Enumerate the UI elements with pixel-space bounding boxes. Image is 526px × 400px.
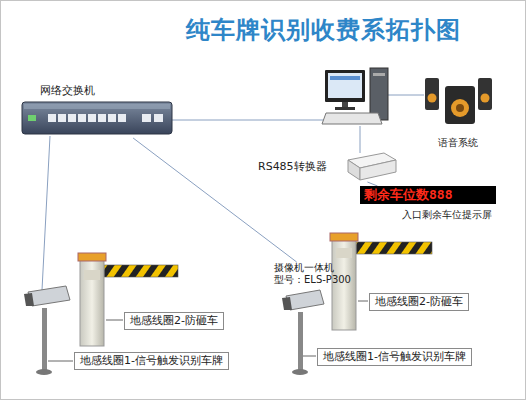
node-text: 摄像机一体机 [274, 262, 351, 274]
connector [133, 138, 297, 262]
coil-label: 地感线圈1-信号触发识别车牌 [74, 352, 229, 370]
speakers [425, 78, 492, 124]
node-text: 地感线圈2-防砸车 [375, 295, 463, 309]
node-text: 地感线圈1-信号触发识别车牌 [80, 354, 223, 368]
camera-label-node: 摄像机一体机型号：ELS-P300 [274, 262, 351, 286]
diagram-title: 纯车牌识别收费系拓扑图 [186, 14, 461, 46]
node-text: 型号：ELS-P300 [274, 274, 351, 286]
coil-label: 地感线圈2-防砸车 [124, 312, 224, 330]
converter-node: RS485转换器 [256, 150, 398, 182]
display-node: 剩余车位数888入口剩余车位提示屏 [360, 186, 496, 226]
node-text: 语音系统 [418, 136, 498, 150]
speaker-node: 语音系统 [418, 70, 498, 150]
node-text: 入口剩余车位提示屏 [360, 204, 496, 222]
network-switch [22, 102, 172, 134]
node-text: 地感线圈2-防砸车 [130, 314, 218, 328]
node-text: 地感线圈1-信号触发识别车牌 [323, 350, 466, 364]
switch-node: 网络交换机 [20, 84, 175, 138]
node-text: RS485转换器 [256, 150, 398, 174]
computer [322, 68, 388, 124]
coil-label: 地感线圈2-防砸车 [369, 293, 469, 311]
node-text: 网络交换机 [20, 84, 175, 98]
rs485-converter [348, 153, 396, 180]
coil-label: 地感线圈1-信号触发识别车牌 [317, 348, 472, 366]
node-text: 剩余车位数888 [360, 186, 496, 204]
